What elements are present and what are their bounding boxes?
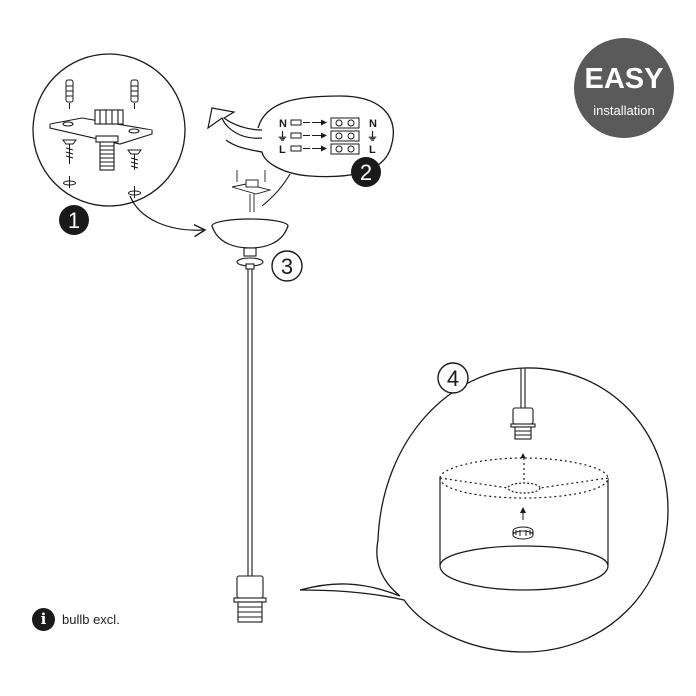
wire-label-left-l: L [279,144,286,156]
cord-grip [236,247,264,270]
arrow-to-canopy [129,195,207,238]
pendant-rod [247,269,253,576]
step2-wiring-detail: N N ⏚ ⏚ L L [207,95,394,207]
rotate-mark-left [63,176,76,188]
bulb-excluded-text: bullb excl. [62,611,120,627]
easy-installation-badge: EASY installation [574,38,674,138]
step1-bracket-detail [32,53,186,207]
rotate-mark-right [128,186,141,198]
step-badge-3: 3 [271,250,303,282]
badge-title: EASY [585,63,664,95]
step-badge-4: 4 [437,362,469,394]
wiring-outline [225,95,394,178]
step4-shade-detail [299,367,669,653]
info-icon: i [32,607,55,631]
shade-cable-socket [510,368,536,440]
wire-label-right-earth: ⏚ [367,130,378,143]
screw-left [62,139,77,164]
shade-ring [512,526,534,540]
wire-row-l [290,143,360,155]
wire-label-left-earth: ⏚ [277,130,288,143]
wiring-back-arrow [207,107,263,139]
wire-label-right-n: N [369,118,377,130]
ceiling-canopy [211,218,289,249]
top-bracket-small [231,170,272,212]
wire-row-n [290,117,360,129]
step-badge-1: 1 [59,205,89,235]
wiring-callout-tail [261,173,291,207]
step-number-1: 1 [68,208,80,233]
detail-circle-4 [299,367,669,653]
mounting-bracket [49,109,153,171]
wire-row-earth [290,130,360,142]
step-number-3: 3 [281,254,293,279]
bulb-excluded-note: i bullb excl. [32,606,120,632]
badge-subtitle: installation [593,103,654,118]
badge-circle [574,38,674,138]
drum-shade [439,457,609,591]
wall-plug-right [130,79,139,109]
wire-label-right-l: L [369,144,376,156]
step-number-4: 4 [447,366,459,391]
screw-right [127,149,142,170]
step-number-2: 2 [360,160,372,185]
wall-plug-left [65,79,74,109]
step-badge-2: 2 [351,157,381,187]
lamp-socket [233,575,267,623]
wire-label-left-n: N [279,118,287,130]
